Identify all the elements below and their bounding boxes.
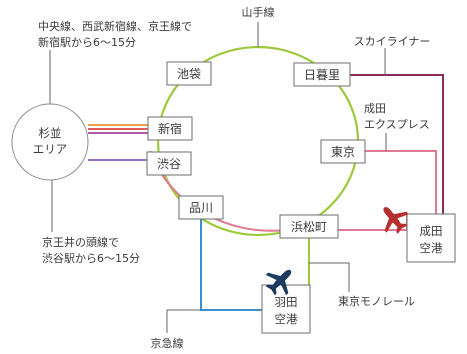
top-note-line2: 新宿駅から6〜15分 bbox=[38, 35, 136, 49]
yamanote-label: 山手線 bbox=[242, 5, 275, 19]
svg-text:池袋: 池袋 bbox=[177, 67, 201, 81]
narita-express-label-line2: エクスプレス bbox=[364, 118, 430, 131]
area-label-line2: エリア bbox=[33, 142, 68, 156]
station-hamamatsucho: 浜松町 bbox=[279, 214, 339, 239]
svg-text:渋谷: 渋谷 bbox=[157, 157, 181, 171]
svg-text:日暮里: 日暮里 bbox=[304, 68, 340, 82]
bottom-note-line1: 京王井の頭線で bbox=[42, 235, 119, 249]
keikyu-leader bbox=[166, 309, 201, 333]
monorail-label: 東京モノレール bbox=[338, 294, 415, 308]
plane-icon bbox=[383, 207, 409, 234]
station-ikebukuro: 池袋 bbox=[166, 61, 212, 86]
station-nippori: 日暮里 bbox=[293, 62, 351, 87]
narita-express-route bbox=[355, 150, 437, 214]
station-shibuya: 渋谷 bbox=[146, 151, 192, 176]
top-note-line1: 中央線、西武新宿線、京王線で bbox=[38, 19, 192, 33]
narita-express-label-line1: 成田 bbox=[364, 102, 386, 115]
keikyu-label: 京急線 bbox=[151, 336, 184, 350]
station-shinjuku: 新宿 bbox=[147, 116, 193, 141]
haneda-airport: 羽田 空港 bbox=[261, 284, 311, 334]
svg-text:浜松町: 浜松町 bbox=[291, 220, 327, 234]
svg-text:空港: 空港 bbox=[420, 241, 443, 255]
station-tokyo: 東京 bbox=[320, 139, 366, 164]
svg-text:羽田: 羽田 bbox=[275, 295, 298, 309]
station-shinagawa: 品川 bbox=[178, 195, 224, 220]
skyliner-label: スカイライナー bbox=[354, 35, 431, 48]
svg-text:東京: 東京 bbox=[331, 145, 355, 159]
area-label-line1: 杉並 bbox=[39, 126, 62, 140]
svg-text:成田: 成田 bbox=[420, 224, 443, 238]
svg-text:新宿: 新宿 bbox=[158, 121, 182, 136]
svg-text:品川: 品川 bbox=[189, 201, 213, 215]
plane-icon bbox=[265, 269, 292, 296]
monorail-leader bbox=[309, 262, 350, 292]
svg-text:空港: 空港 bbox=[275, 312, 298, 326]
skyliner-line bbox=[350, 74, 444, 214]
narita-airport: 成田 空港 bbox=[406, 213, 456, 263]
suginami-area-circle bbox=[11, 103, 89, 181]
bottom-note-line2: 渋谷駅から6〜15分 bbox=[42, 252, 140, 265]
